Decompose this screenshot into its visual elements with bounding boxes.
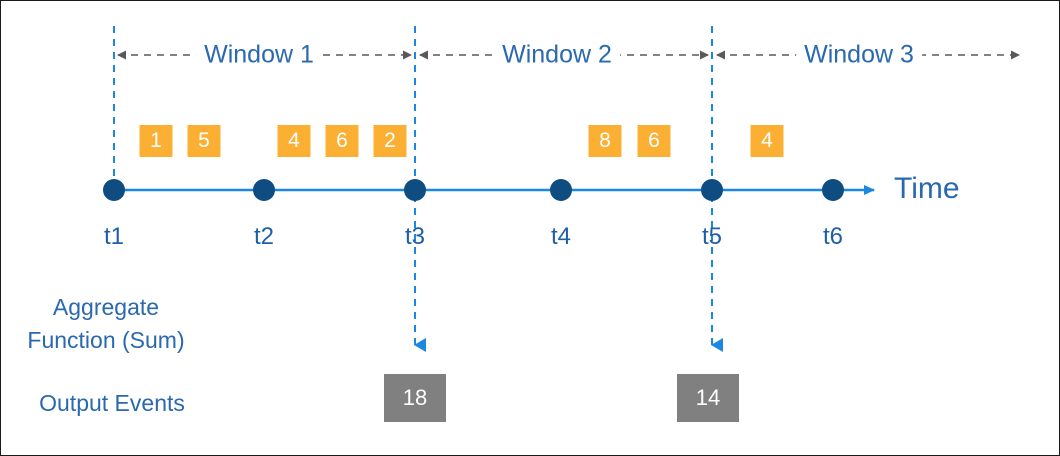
aggregate-function-label-line1: Aggregate xyxy=(52,294,160,320)
tick-label-t1: t1 xyxy=(103,223,125,250)
event-box: 6 xyxy=(637,125,671,157)
timeline-axis xyxy=(103,179,875,201)
event-box: 8 xyxy=(588,125,622,157)
window-label-1: Window 1 xyxy=(196,42,322,68)
timeline-dot-t4 xyxy=(550,179,572,201)
window-label-3: Window 3 xyxy=(796,42,922,68)
timeline-dot-t3 xyxy=(404,179,426,201)
event-box: 1 xyxy=(139,125,173,157)
tick-label-t5: t5 xyxy=(701,223,723,250)
aggregate-function-label-line2: Function (Sum) xyxy=(27,327,185,353)
event-box: 6 xyxy=(325,125,359,157)
tick-label-t6: t6 xyxy=(822,223,844,250)
event-box: 4 xyxy=(277,125,311,157)
output-events-label: Output Events xyxy=(39,390,185,416)
timeline-dot-t1 xyxy=(103,179,125,201)
timeline-dot-t6 xyxy=(822,179,844,201)
time-axis-label: Time xyxy=(894,172,960,205)
tick-label-t3: t3 xyxy=(404,223,426,250)
event-box: 4 xyxy=(750,125,784,157)
tick-label-t4: t4 xyxy=(550,223,572,250)
event-box: 5 xyxy=(187,125,221,157)
output-box: 18 xyxy=(384,374,446,422)
window-label-2: Window 2 xyxy=(494,42,620,68)
tick-label-t2: t2 xyxy=(253,223,275,250)
event-box: 2 xyxy=(373,125,407,157)
output-box: 14 xyxy=(677,374,739,422)
timeline-dot-t2 xyxy=(253,179,275,201)
timeline-dot-t5 xyxy=(701,179,723,201)
